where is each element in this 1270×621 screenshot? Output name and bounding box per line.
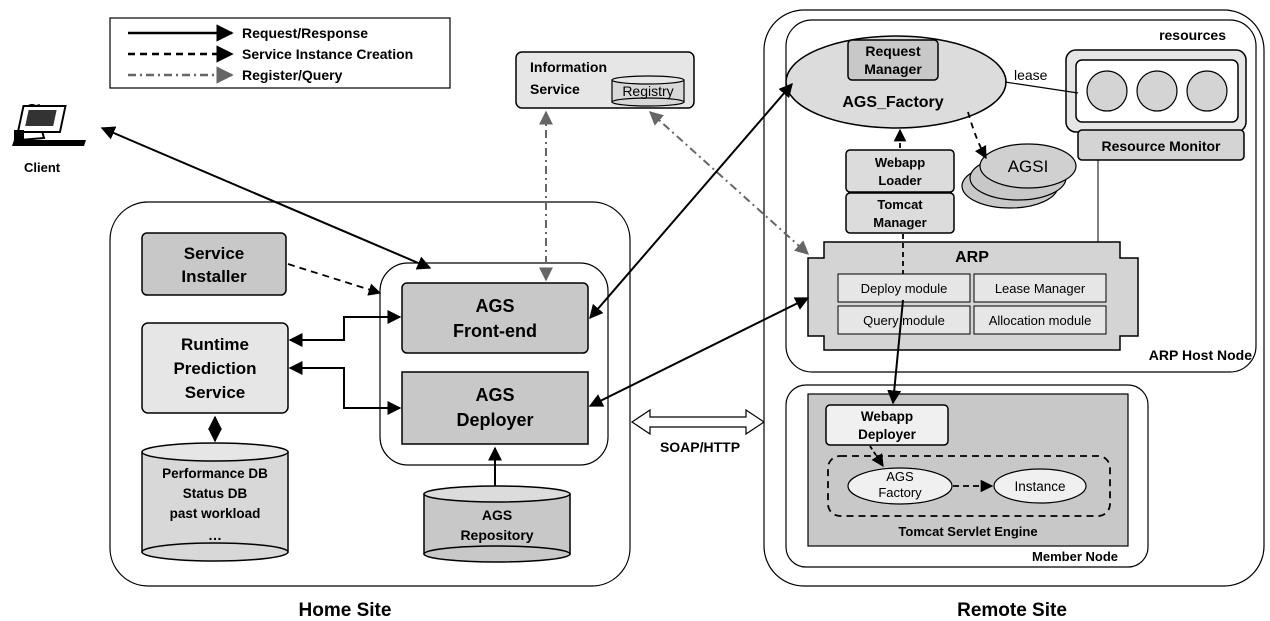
ags-frontend: AGS Front-end bbox=[401, 282, 589, 354]
webapp-deployer-line1: Webapp bbox=[861, 409, 913, 424]
runtime-prediction-line2: Prediction bbox=[173, 359, 256, 378]
information-service-line1: Information bbox=[530, 59, 607, 75]
webapp-loader: Webapp Loader bbox=[845, 149, 955, 193]
query-module: Query module bbox=[863, 313, 945, 328]
client: Client bbox=[12, 104, 86, 175]
ags-frontend-line1: AGS bbox=[475, 296, 514, 316]
db-ellipsis: … bbox=[208, 527, 222, 543]
lease-manager: Lease Manager bbox=[995, 281, 1086, 296]
legend: Request/Response Service Instance Creati… bbox=[109, 17, 451, 89]
request-manager-line1: Request bbox=[865, 43, 921, 59]
runtime-prediction-line1: Runtime bbox=[181, 335, 249, 354]
ags-factory: Request Manager AGS_Factory bbox=[785, 35, 1007, 129]
service-installer-line1: Service bbox=[184, 244, 245, 263]
client-person-icon bbox=[12, 104, 86, 146]
webappdeployer-factory-arrow bbox=[869, 445, 884, 468]
ags-repository-line2: Repository bbox=[460, 527, 533, 543]
installer-frontend-arrow bbox=[287, 263, 382, 296]
information-service: Information Service Registry bbox=[515, 51, 695, 109]
ags-repository-line1: AGS bbox=[482, 507, 512, 523]
deploy-webappdeployer-arrow bbox=[887, 299, 904, 405]
tomcat-dashed-boundary bbox=[827, 455, 1111, 517]
deployer-arp-arrow bbox=[588, 297, 810, 407]
service-installer-line2: Installer bbox=[181, 267, 247, 286]
resource-monitor-label: Resource Monitor bbox=[1101, 138, 1221, 154]
tomcat-manager-line1: Tomcat bbox=[877, 197, 923, 212]
soap-http-connector: SOAP/HTTP bbox=[630, 408, 766, 455]
runtime-frontend-arrow bbox=[288, 310, 402, 347]
allocation-module: Allocation module bbox=[989, 313, 1092, 328]
ags-repository: AGS Repository bbox=[423, 485, 571, 563]
ags-deployer-line2: Deployer bbox=[456, 410, 533, 430]
lease-label: lease bbox=[1014, 67, 1048, 83]
runtime-deployer-arrow bbox=[288, 361, 402, 415]
factory-agsi-arrow bbox=[967, 111, 987, 160]
db-past-workload: past workload bbox=[170, 506, 261, 521]
tomcat-manager-line2: Manager bbox=[873, 215, 926, 230]
legend-register-query: Register/Query bbox=[242, 67, 343, 83]
legend-service-instance-creation: Service Instance Creation bbox=[242, 46, 413, 62]
client-label: Client bbox=[24, 160, 61, 175]
ags-deployer: AGS Deployer bbox=[401, 371, 589, 445]
tomcat-manager: Tomcat Manager bbox=[845, 192, 955, 234]
remote-site-label: Remote Site bbox=[957, 600, 1067, 621]
information-service-line2: Service bbox=[530, 81, 580, 97]
agsi-instances: AGSI bbox=[961, 143, 1077, 209]
runtime-prediction-service: Runtime Prediction Service bbox=[141, 322, 289, 414]
performance-databases: Performance DB Status DB past workload … bbox=[141, 442, 289, 562]
client-frontend-arrow bbox=[100, 126, 432, 270]
ags-deployer-line1: AGS bbox=[475, 385, 514, 405]
lease-line bbox=[1004, 81, 1079, 94]
resource-monitor: Resource Monitor bbox=[1077, 129, 1245, 161]
arp-host-node-label: ARP Host Node bbox=[1149, 347, 1252, 363]
soap-http-label: SOAP/HTTP bbox=[660, 439, 740, 455]
member-instance: Instance bbox=[993, 468, 1087, 504]
resources-pool bbox=[1065, 49, 1247, 133]
frontend-factory-arrow bbox=[589, 82, 793, 320]
webapp-loader-line2: Loader bbox=[878, 173, 921, 188]
resource-node-icon bbox=[1186, 70, 1228, 112]
agsi-label: AGSI bbox=[1008, 157, 1049, 176]
member-ags-factory: AGS Factory bbox=[847, 467, 953, 505]
webapp-deployer: Webapp Deployer bbox=[825, 404, 949, 446]
ags-factory-label: AGS_Factory bbox=[842, 94, 943, 111]
webapp-loader-line1: Webapp bbox=[875, 155, 925, 170]
member-instance-label: Instance bbox=[1014, 479, 1065, 494]
member-ags-factory-line1: AGS bbox=[886, 469, 914, 484]
tomcat-servlet-engine-label: Tomcat Servlet Engine bbox=[898, 524, 1037, 539]
legend-request-response: Request/Response bbox=[242, 25, 368, 41]
resources-label: resources bbox=[1159, 27, 1226, 43]
ags-frontend-line2: Front-end bbox=[453, 321, 537, 341]
request-manager-line2: Manager bbox=[864, 61, 922, 77]
deploy-module: Deploy module bbox=[861, 281, 948, 296]
resource-node-icon bbox=[1136, 70, 1178, 112]
registry-label: Registry bbox=[622, 83, 673, 99]
member-node-label: Member Node bbox=[1032, 549, 1118, 564]
runtime-prediction-line3: Service bbox=[185, 383, 246, 402]
arp: ARP Deploy module Lease Manager Query mo… bbox=[807, 241, 1139, 351]
home-site-label: Home Site bbox=[299, 600, 392, 621]
resource-node-icon bbox=[1086, 70, 1128, 112]
member-ags-factory-line2: Factory bbox=[878, 485, 922, 500]
arp-title: ARP bbox=[955, 249, 989, 266]
db-status: Status DB bbox=[183, 486, 248, 501]
db-performance: Performance DB bbox=[162, 466, 268, 481]
service-installer: Service Installer bbox=[141, 232, 287, 296]
webapp-deployer-line2: Deployer bbox=[858, 427, 917, 442]
